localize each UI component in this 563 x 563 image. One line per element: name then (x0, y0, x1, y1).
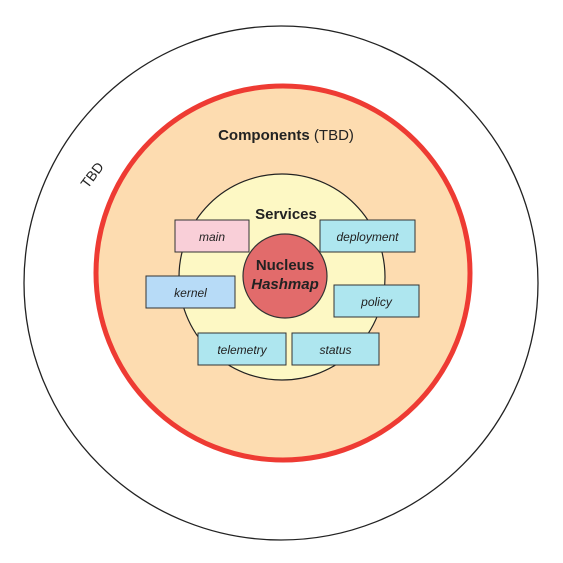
components-title-main: Components (218, 127, 310, 144)
components-title-suffix: (TBD) (310, 127, 354, 144)
chip-deployment-label: deployment (336, 230, 399, 244)
chip-kernel: kernel (145, 275, 236, 309)
components-title: Components (TBD) (218, 127, 354, 144)
chip-main: main (174, 219, 250, 253)
chip-status-label: status (319, 343, 351, 357)
chip-policy-label: policy (360, 295, 393, 309)
nucleus-title: Nucleus (256, 257, 314, 274)
chip-telemetry-label: telemetry (217, 343, 267, 357)
nucleus-subtitle: Hashmap (251, 276, 319, 293)
chip-policy: policy (333, 284, 420, 318)
chip-kernel-label: kernel (174, 286, 207, 300)
chip-status: status (291, 332, 380, 366)
chip-deployment: deployment (319, 219, 416, 253)
services-title: Services (255, 206, 317, 223)
nucleus-circle (242, 233, 328, 319)
chip-main-label: main (199, 230, 225, 244)
chip-telemetry: telemetry (197, 332, 287, 366)
